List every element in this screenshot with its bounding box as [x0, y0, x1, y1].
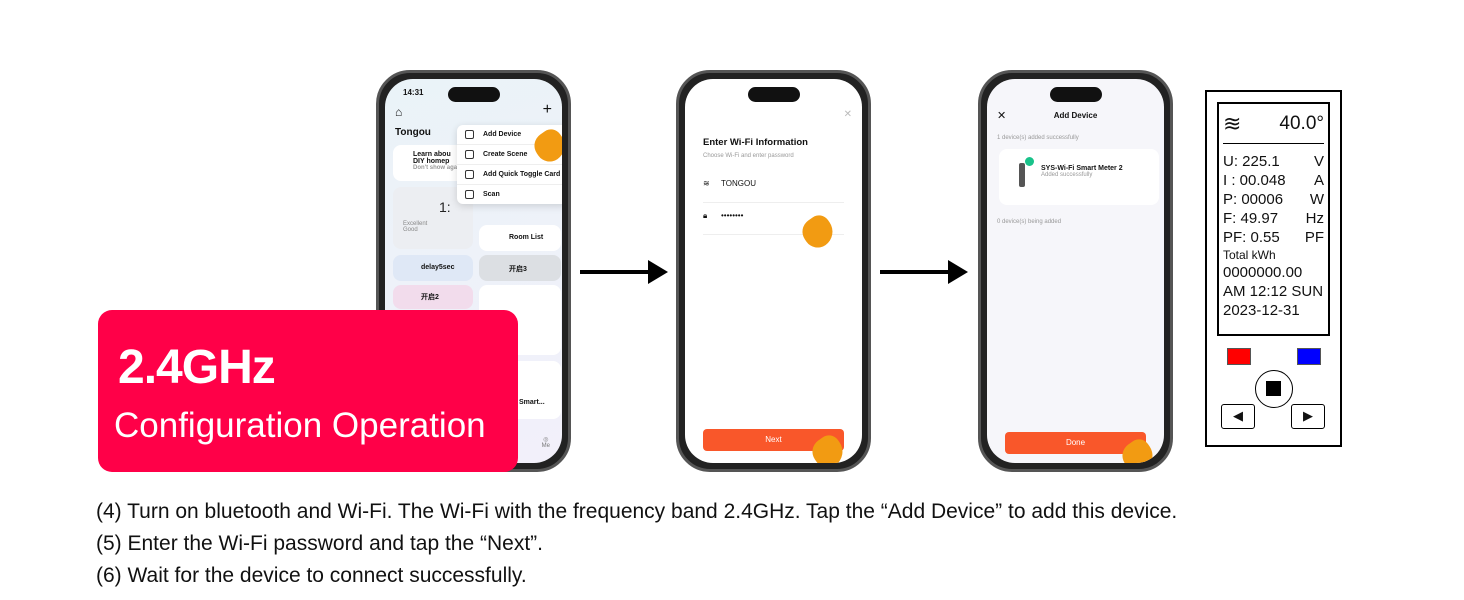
close-icon[interactable]: ✕: [997, 110, 1007, 122]
meter-temp: 40.0°: [1279, 112, 1324, 134]
added-count: 1 device(s) added successfully: [997, 135, 1079, 141]
home-icon[interactable]: ⌂: [395, 105, 403, 119]
step-5: (5) Enter the Wi-Fi password and tap the…: [96, 532, 543, 555]
phone-wifi-screen: ✕ Enter Wi-Fi Information Choose Wi-Fi a…: [676, 70, 871, 472]
check-icon: [1025, 157, 1034, 166]
wifi-subtitle: Choose Wi-Fi and enter password: [703, 153, 794, 159]
arrow-right-icon: [580, 260, 668, 284]
device-status: Added successfully: [1041, 172, 1093, 178]
total-label: Total kWh: [1223, 248, 1276, 262]
home-name[interactable]: Tongou: [395, 127, 431, 138]
device-item[interactable]: SYS-Wi-Fi Smart Meter 2 Added successful…: [999, 149, 1159, 205]
next-button[interactable]: Next: [703, 429, 844, 451]
adding-count: 0 device(s) being added: [997, 219, 1062, 225]
learn-sub: Don't show aga: [413, 165, 458, 171]
scene-icon: [465, 150, 474, 159]
left-button: ◀: [1221, 404, 1255, 429]
meter-date: 2023-12-31: [1223, 302, 1300, 319]
learn-title-2: DIY homep: [413, 158, 450, 165]
menu-create-scene[interactable]: Create Scene: [457, 145, 562, 165]
dynamic-island: [747, 87, 800, 102]
stop-icon: [1266, 381, 1281, 396]
screen-title: Add Device: [1053, 111, 1098, 120]
learn-title: Learn abou: [413, 151, 451, 158]
right-button: ▶: [1291, 404, 1325, 429]
password-field[interactable]: 🔒︎••••••••: [703, 211, 844, 235]
menu-add-device[interactable]: Add Device: [457, 125, 562, 145]
arrow-right-icon: [880, 260, 968, 284]
step-6: (6) Wait for the device to connect succe…: [96, 564, 527, 587]
wifi-icon: ≋: [703, 179, 710, 188]
config-badge: 2.4GHz Configuration Operation: [98, 310, 518, 472]
add-button[interactable]: +: [542, 101, 552, 118]
device-name: SYS-Wi-Fi Smart Meter 2: [1041, 165, 1123, 172]
weather-humidity: Good: [403, 227, 418, 233]
scan-icon: [465, 190, 474, 199]
stop-button: [1255, 370, 1293, 408]
blue-button: [1297, 348, 1321, 365]
close-icon[interactable]: ✕: [843, 109, 852, 120]
scene-delay5sec[interactable]: delay5sec: [393, 255, 473, 281]
dynamic-island: [1049, 87, 1102, 102]
tab-me[interactable]: ◎Me: [541, 437, 550, 449]
meter-time: AM 12:12 SUN: [1223, 283, 1324, 300]
scene-3[interactable]: 开启3: [479, 255, 561, 281]
menu-add-toggle-card[interactable]: Add Quick Toggle Card: [457, 165, 562, 185]
dynamic-island: [447, 87, 500, 102]
red-button: [1227, 348, 1251, 365]
ssid-field[interactable]: ≋TONGOU: [703, 179, 844, 203]
meter-thumbnail: [1019, 163, 1025, 187]
scene-2[interactable]: 开启2: [393, 285, 473, 309]
weather-temp: 1:: [439, 199, 451, 215]
done-button[interactable]: Done: [1005, 432, 1146, 454]
status-time: 14:31: [403, 88, 424, 97]
phone-add-device-screen: ✕ Add Device 1 device(s) added successfu…: [978, 70, 1173, 472]
wifi-title: Enter Wi-Fi Information: [703, 137, 808, 148]
badge-subtitle: Configuration Operation: [114, 406, 486, 445]
step-4: (4) Turn on bluetooth and Wi-Fi. The Wi-…: [96, 500, 1178, 523]
card-icon: [465, 170, 474, 179]
weather-air: Excellent: [403, 221, 428, 227]
instructions: (4) Turn on bluetooth and Wi-Fi. The Wi-…: [96, 496, 1177, 592]
device-icon: [465, 130, 474, 139]
menu-scan[interactable]: Scan: [457, 185, 562, 204]
lock-icon: 🔒︎: [703, 211, 708, 220]
total-value: 0000000.00: [1223, 264, 1303, 281]
wifi-signal-icon: ≋: [1223, 110, 1242, 136]
room-list-button[interactable]: Room List: [479, 225, 561, 251]
badge-title: 2.4GHz: [118, 341, 276, 394]
